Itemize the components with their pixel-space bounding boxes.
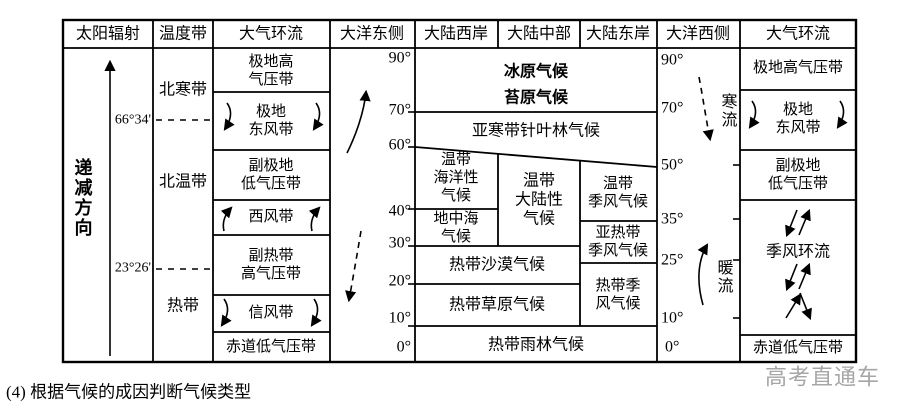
- caption: (4) 根据气候的成因判断气候类型: [6, 382, 252, 402]
- header-circulation-left: 大气环流: [238, 25, 304, 43]
- lat-west-50: 50°: [661, 156, 684, 174]
- cold-current-label: 寒流: [718, 93, 736, 129]
- lat-west-0: 0°: [665, 338, 680, 356]
- cold-current-arrow: [698, 76, 714, 142]
- header-temp-zone: 温度带: [158, 25, 208, 43]
- latitude-ticks: [408, 111, 740, 327]
- lat-east-90: 90°: [388, 49, 411, 67]
- zone-north-temperate: 北温带: [158, 173, 208, 191]
- lat-west-10: 10°: [661, 309, 684, 327]
- warm-current-arrow: [697, 243, 709, 306]
- arctic-circle-label: 66°34': [114, 112, 151, 128]
- climate-tropical-monsoon: 热带季 风气候: [595, 278, 641, 312]
- polar-easterlies-arrows-right: [748, 100, 848, 129]
- climate-rainforest: 热带雨林气候: [487, 336, 585, 354]
- climate-subarctic: 亚寒带针叶林气候: [471, 122, 601, 140]
- ocean-east-cold-current-arrow: [345, 230, 362, 303]
- header-continent-middle: 大陆中部: [506, 25, 572, 43]
- watermark: 高考直通车: [765, 364, 881, 390]
- tropic-cancer-label: 23°26': [114, 260, 151, 276]
- cell-equatorial-low-left: 赤道低气压带: [225, 339, 317, 355]
- lat-east-60: 60°: [388, 136, 411, 154]
- climate-desert: 热带沙漠气候: [448, 256, 546, 274]
- cell-polar-high-left: 极地高 气压带: [248, 54, 294, 88]
- climate-continental: 温带 大陆性 气候: [514, 172, 564, 228]
- climate-ice-cap: 冰原气候: [503, 63, 569, 81]
- temp-zone-dashed-lines: [156, 119, 211, 270]
- monsoon-circulation-arrows: [785, 208, 812, 321]
- warm-current-label: 暖流: [714, 259, 732, 295]
- zone-tropical: 热带: [166, 297, 200, 315]
- cell-polar-easterlies-right: 极地 东风带: [775, 102, 821, 136]
- cell-trade-winds: 信风带: [248, 305, 294, 321]
- cell-equatorial-low-right: 赤道低气压带: [752, 340, 844, 356]
- lat-west-25: 25°: [661, 251, 684, 269]
- cell-polar-high-right: 极地高气压带: [752, 60, 844, 76]
- cell-westerlies: 西风带: [248, 209, 294, 225]
- lat-west-70: 70°: [661, 99, 684, 117]
- lat-east-0: 0°: [396, 338, 411, 356]
- climate-mediterranean: 地中海 气候: [433, 211, 479, 245]
- lat-east-30: 30°: [388, 234, 411, 252]
- climate-savanna: 热带草原气候: [448, 296, 546, 314]
- table-grid: [61, 18, 858, 364]
- ocean-east-warm-current-arrow: [346, 89, 371, 154]
- header-continent-west: 大陆西岸: [423, 25, 489, 43]
- lat-east-20: 20°: [388, 272, 411, 290]
- table-border: [61, 18, 858, 364]
- cell-subtropical-high: 副热带 高气压带: [240, 248, 302, 282]
- climate-subtropical-monsoon: 亚热带 季风气候: [587, 225, 649, 259]
- cell-subpolar-low-left: 副极地 低气压带: [240, 158, 302, 192]
- cell-monsoon-circulation: 季风环流: [765, 243, 831, 261]
- polar-easterlies-arrows-left: [223, 102, 324, 131]
- westerlies-arrows: [220, 206, 321, 232]
- climate-temperate-monsoon: 温带 季风气候: [587, 176, 649, 210]
- solar-decrease-label: 递减方向: [72, 158, 93, 238]
- zone-north-frigid: 北寒带: [158, 81, 208, 99]
- header-ocean-west: 大洋西侧: [665, 25, 731, 43]
- cell-polar-easterlies-left: 极地 东风带: [248, 104, 294, 138]
- cell-subpolar-low-right: 副极地 低气压带: [767, 158, 829, 192]
- diagonal-boundary: [414, 146, 658, 168]
- lat-west-90: 90°: [661, 51, 684, 69]
- climate-tundra: 苔原气候: [503, 89, 569, 107]
- header-circulation-right: 大气环流: [765, 25, 831, 43]
- lat-east-40: 40°: [388, 202, 411, 220]
- header-ocean-east: 大洋东侧: [339, 25, 405, 43]
- lat-east-70: 70°: [388, 101, 411, 119]
- trade-winds-arrows: [220, 298, 322, 327]
- lat-west-35: 35°: [661, 210, 684, 228]
- climate-marine-west-coast: 温带 海洋性 气候: [433, 152, 479, 204]
- header-solar-radiation: 太阳辐射: [75, 25, 141, 43]
- lat-east-10: 10°: [388, 309, 411, 327]
- header-continent-east: 大陆东岸: [585, 25, 651, 43]
